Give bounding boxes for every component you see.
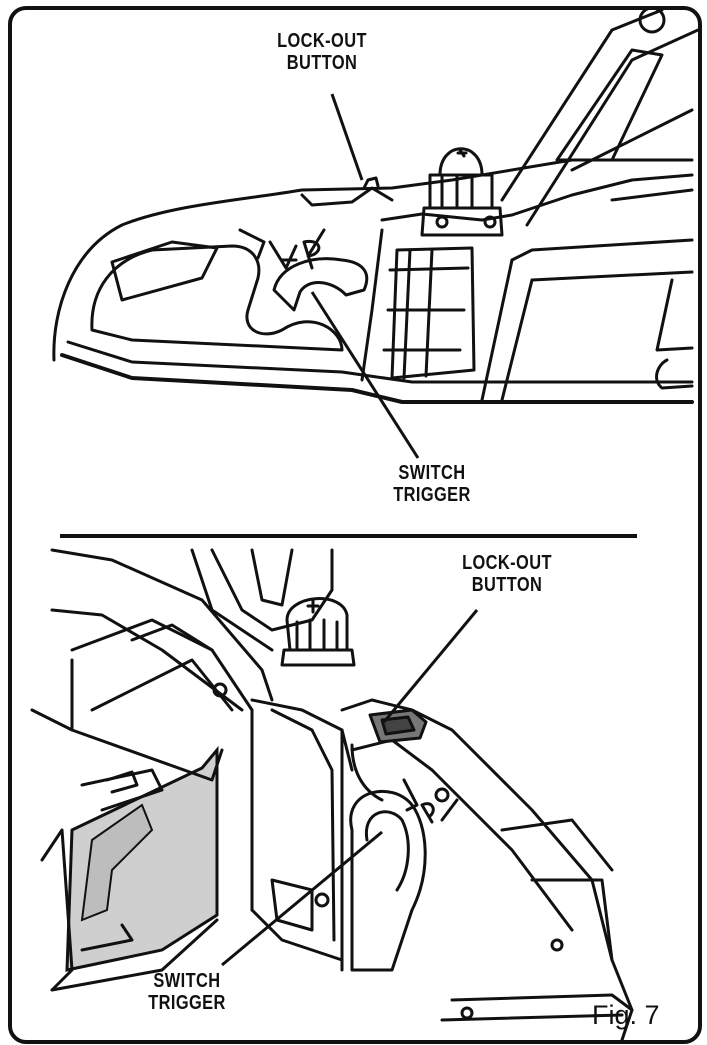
figure-frame: LOCK-OUT BUTTON SWITCH TRIGGER LOCK-OUT … (8, 6, 702, 1044)
top-trigger-line-2: TRIGGER (393, 484, 471, 506)
bottom-lockout-line-2: BUTTON (471, 574, 543, 596)
bottom-trigger-line-2: TRIGGER (148, 992, 226, 1014)
top-saw-illustration (52, 10, 698, 538)
top-switch-trigger-label: SWITCH TRIGGER (383, 462, 481, 506)
bottom-trigger-line-1: SWITCH (153, 970, 221, 992)
figure-label: Fig. 7 (592, 1000, 660, 1030)
top-lockout-button-label: LOCK-OUT BUTTON (265, 30, 380, 74)
bottom-lockout-line-1: LOCK-OUT (462, 552, 552, 574)
bottom-lockout-button-label: LOCK-OUT BUTTON (450, 552, 565, 596)
bottom-switch-trigger-label: SWITCH TRIGGER (138, 970, 236, 1014)
top-lockout-line-1: LOCK-OUT (277, 30, 367, 52)
top-lockout-line-2: BUTTON (286, 52, 358, 74)
top-trigger-line-1: SWITCH (398, 462, 466, 484)
bottom-saw-illustration (30, 548, 634, 1040)
